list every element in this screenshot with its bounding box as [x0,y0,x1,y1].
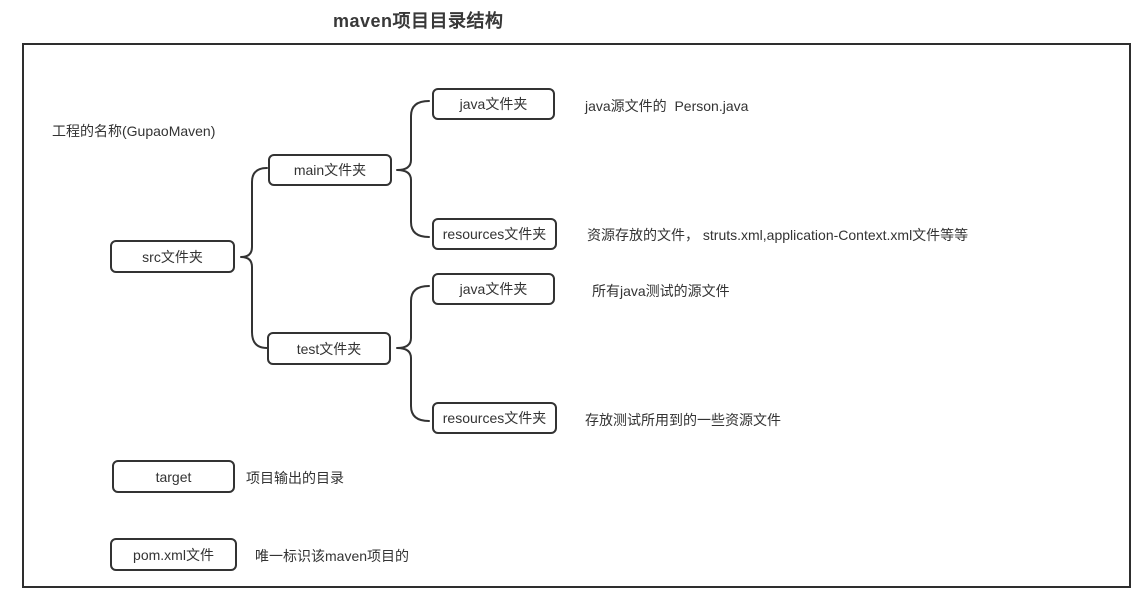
diagram-frame [22,43,1131,588]
note-resources-main: 资源存放的文件， struts.xml,application-Context.… [587,227,969,243]
node-java-folder-test: java文件夹 [432,273,555,305]
project-name-label: 工程的名称(GupaoMaven) [52,123,216,139]
node-java-folder-main: java文件夹 [432,88,555,120]
note-pom: 唯一标识该maven项目的 [255,548,410,564]
node-test-folder: test文件夹 [267,332,391,365]
note-java-test: 所有java测试的源文件 [592,283,730,299]
note-resources-test: 存放测试所用到的一些资源文件 [585,412,781,428]
node-resources-folder-main: resources文件夹 [432,218,557,250]
node-src-folder: src文件夹 [110,240,235,273]
node-pom-xml-file: pom.xml文件 [110,538,237,571]
note-java-main: java源文件的 Person.java [585,98,749,114]
node-main-folder: main文件夹 [268,154,392,186]
node-target-folder: target [112,460,235,493]
note-target: 项目输出的目录 [246,470,344,486]
diagram-title: maven项目目录结构 [333,11,504,31]
node-resources-folder-test: resources文件夹 [432,402,557,434]
